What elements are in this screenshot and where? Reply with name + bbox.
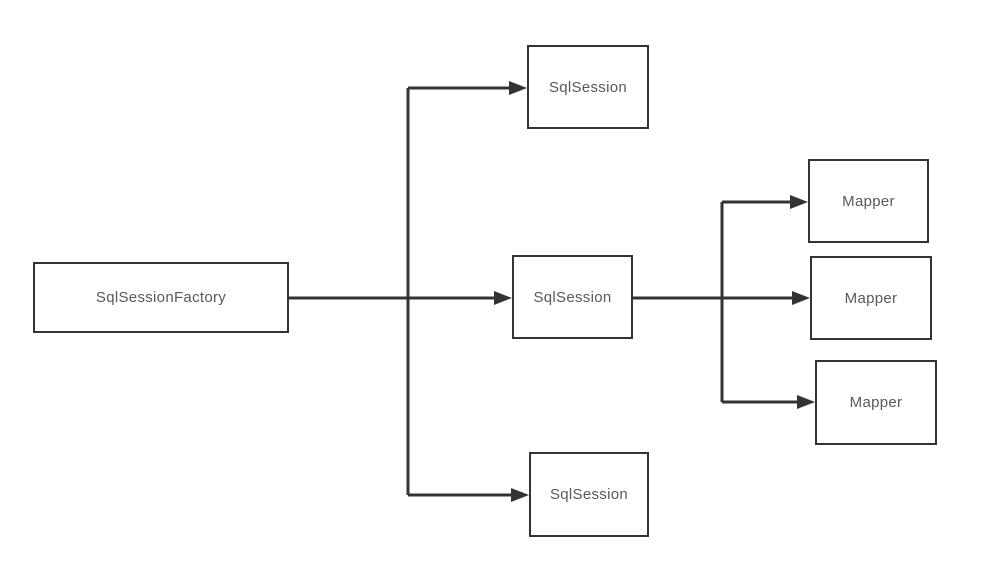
node-sqlsession-middle: SqlSession [512, 255, 633, 339]
node-sqlsession-bottom: SqlSession [529, 452, 649, 537]
node-sqlsessionfactory: SqlSessionFactory [33, 262, 289, 333]
node-label: Mapper [844, 289, 898, 307]
arrowhead-mapper-bottom [797, 395, 815, 409]
node-mapper-bottom: Mapper [815, 360, 937, 445]
node-label: SqlSession [548, 78, 628, 96]
arrowhead-mapper-top [790, 195, 808, 209]
node-label: SqlSession [533, 288, 612, 306]
node-label: SqlSessionFactory [95, 289, 227, 306]
arrowhead-mapper-middle [792, 291, 810, 305]
arrowhead-sqlsession-bottom [511, 488, 529, 502]
node-mapper-middle: Mapper [810, 256, 932, 340]
node-label: Mapper [842, 192, 895, 210]
node-mapper-top: Mapper [808, 159, 929, 243]
node-sqlsession-top: SqlSession [527, 45, 649, 129]
node-label: SqlSession [549, 486, 629, 503]
arrowhead-sqlsession-middle [494, 291, 512, 305]
node-label: Mapper [849, 394, 903, 411]
arrowhead-sqlsession-top [509, 81, 527, 95]
